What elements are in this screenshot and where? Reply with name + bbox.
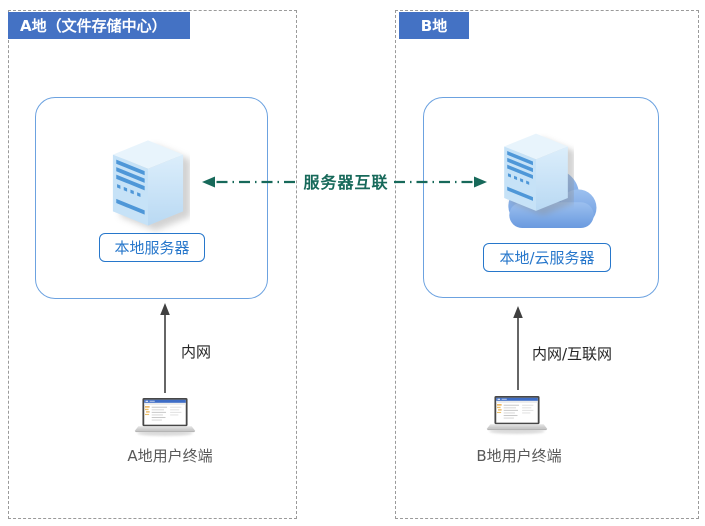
laptop-icon-b (486, 395, 548, 436)
terminal-a-label: A地用户终端 (127, 447, 213, 465)
network-a-label: 内网 (181, 343, 212, 361)
region-b-header: B地 (399, 12, 469, 39)
server-a-label: 本地服务器 (99, 233, 205, 262)
network-b-label: 内网/互联网 (532, 345, 613, 363)
uplink-arrow-a-icon (160, 303, 170, 393)
interconnect-label: 服务器互联 (303, 173, 389, 192)
interconnect-arrow-left-icon (202, 176, 295, 188)
cloud-server-icon (498, 126, 574, 223)
region-a-header: A地（文件存储中心） (8, 12, 190, 39)
interconnect-arrow-right-icon (394, 176, 487, 188)
region-b-box (395, 10, 699, 519)
laptop-icon-a (134, 397, 196, 438)
uplink-arrow-b-icon (513, 306, 523, 390)
terminal-b-label: B地用户终端 (476, 447, 562, 465)
server-tower-icon (106, 132, 190, 239)
server-b-label: 本地/云服务器 (483, 243, 611, 272)
region-a-box (8, 10, 297, 519)
